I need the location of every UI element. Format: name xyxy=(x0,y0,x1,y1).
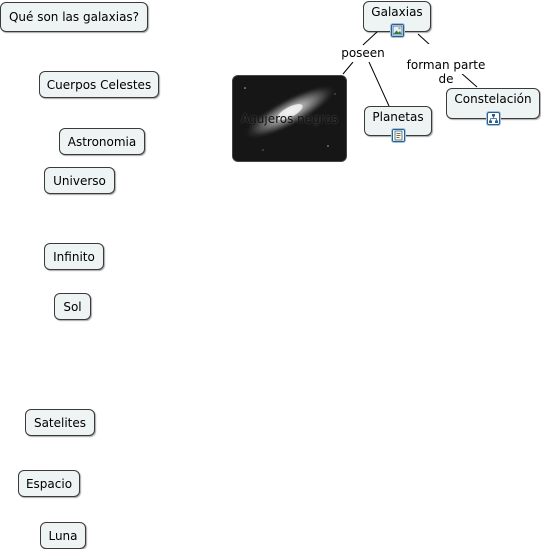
concept-satelites[interactable]: Satelites xyxy=(25,409,95,436)
link-label-poseen: poseen xyxy=(339,46,387,62)
document-icon-glyph xyxy=(394,130,403,141)
line-poseen-agujeros xyxy=(342,61,354,75)
concept-que-son-las-galaxias[interactable]: Qué son las galaxias? xyxy=(0,2,148,32)
concept-label: Astronomia xyxy=(67,134,137,149)
link-label-forman-parte-de: forman parte de xyxy=(402,44,490,86)
concept-label: Galaxias xyxy=(371,5,423,19)
concept-label: Cuerpos Celestes xyxy=(46,77,152,92)
concept-label: Espacio xyxy=(25,476,73,491)
document-icon[interactable] xyxy=(392,129,405,142)
image-icon[interactable] xyxy=(391,24,404,37)
concept-map-icon-glyph xyxy=(489,114,498,123)
line-poseen-planetas xyxy=(368,61,390,107)
concept-infinito[interactable]: Infinito xyxy=(44,243,104,270)
concept-label: Constelación xyxy=(454,92,532,106)
concept-label: Satelites xyxy=(33,415,87,430)
line-galaxias-poseen xyxy=(362,30,379,46)
concept-planetas[interactable]: Planetas xyxy=(364,106,432,142)
concept-label: Luna xyxy=(48,528,78,543)
concept-constelacion[interactable]: Constelación xyxy=(446,88,540,125)
concept-label: Qué son las galaxias? xyxy=(8,10,140,24)
concept-universo[interactable]: Universo xyxy=(44,167,115,194)
concept-agujeros-negros-image[interactable]: Agujeros negros xyxy=(232,75,347,162)
concept-map-icon[interactable] xyxy=(487,112,500,125)
concept-label: Agujeros negros xyxy=(240,111,339,126)
concept-luna[interactable]: Luna xyxy=(40,522,86,549)
concept-label: Infinito xyxy=(53,249,95,264)
concept-label: Sol xyxy=(63,299,82,314)
concept-astronomia[interactable]: Astronomia xyxy=(59,128,145,155)
line-galaxias-forman xyxy=(417,33,431,46)
concept-label: Universo xyxy=(53,173,106,188)
concept-galaxias[interactable]: Galaxias xyxy=(363,1,431,37)
image-icon-glyph xyxy=(392,25,403,36)
concept-cuerpos-celestes[interactable]: Cuerpos Celestes xyxy=(39,71,159,98)
concept-label: Planetas xyxy=(372,110,424,124)
galaxy-image xyxy=(233,76,346,161)
line-forman-constelacion xyxy=(459,71,478,88)
concept-espacio[interactable]: Espacio xyxy=(18,470,80,497)
concept-sol[interactable]: Sol xyxy=(54,293,91,320)
